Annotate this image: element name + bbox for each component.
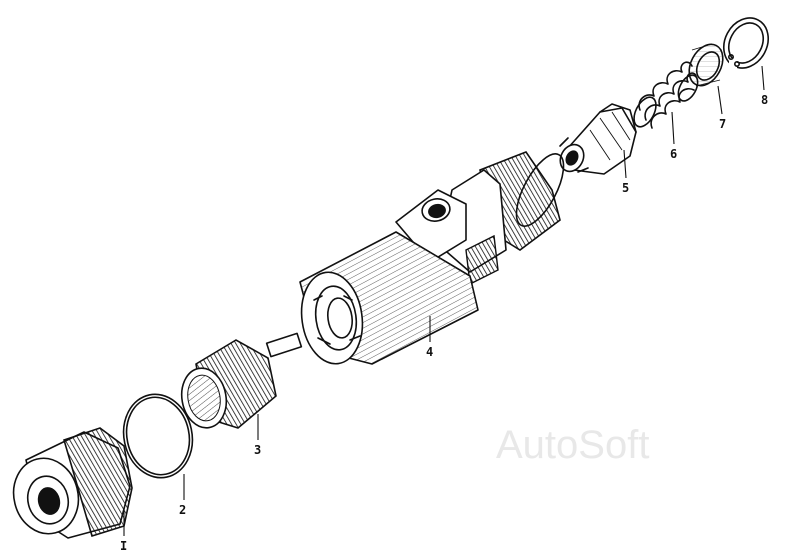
callout-part-2: 2	[179, 503, 186, 517]
snap-ring-part	[723, 17, 769, 69]
coil-spring-part	[633, 61, 699, 129]
main-housing-part	[299, 151, 565, 365]
callout-part-1: I	[120, 539, 127, 553]
knurled-knob-part	[180, 332, 303, 429]
watermark-text: AutoSoft	[496, 423, 649, 467]
end-cap-part	[12, 427, 133, 539]
callout-part-8: 8	[761, 93, 768, 107]
callout-part-3: 3	[254, 443, 261, 457]
callout-part-5: 5	[622, 181, 629, 195]
nozzle-nut-part	[559, 103, 637, 175]
o-ring-part	[122, 393, 194, 479]
callout-part-4: 4	[426, 345, 433, 359]
callout-part-7: 7	[719, 117, 726, 131]
washer-part	[688, 43, 724, 87]
leader-lines	[123, 65, 765, 536]
callout-labels: I 2 3 4 5 6 7 8	[120, 93, 768, 553]
callout-part-6: 6	[670, 147, 677, 161]
